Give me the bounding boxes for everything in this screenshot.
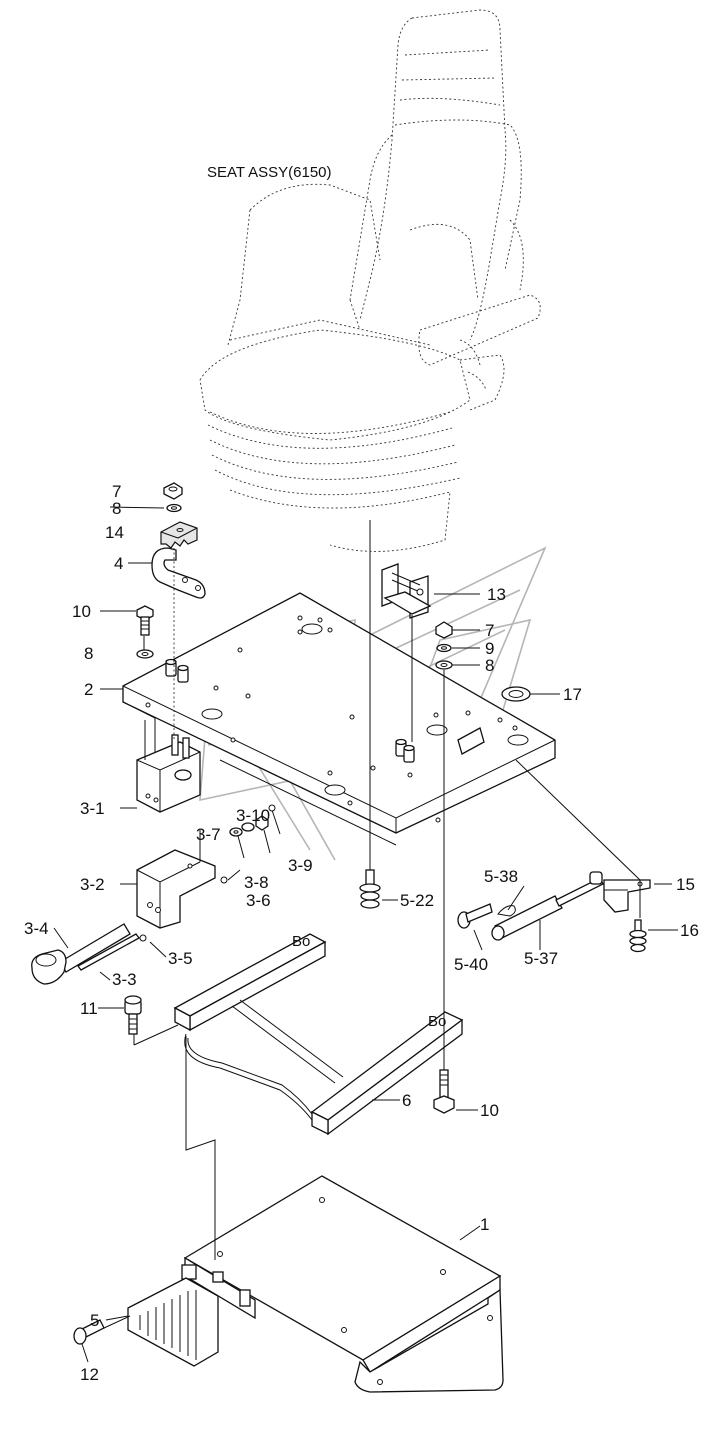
label-2: 2	[84, 680, 93, 699]
leader-lines	[53, 506, 678, 1363]
label-10-lower: 10	[480, 1101, 499, 1120]
part-1-base-frame	[181, 1175, 504, 1393]
label-16: 16	[680, 921, 699, 940]
seat-phantom-outline	[199, 9, 541, 552]
part-3-6-ball	[220, 876, 228, 884]
part-3-8-washer	[241, 822, 255, 832]
callout-labels: 7 8 14 4 10 8 2 13 7 9 8 17 3-1 3-10 3-7…	[24, 482, 699, 1384]
part-3-1-lock-housing	[136, 734, 201, 813]
part-9-washer	[436, 643, 452, 653]
label-3-3: 3-3	[112, 970, 137, 989]
rail-marking-lower: Bo	[428, 1013, 446, 1030]
part-3-5-ball	[139, 934, 147, 942]
part-2-base-plate	[122, 592, 556, 846]
rail-marking-upper: Bo	[292, 933, 310, 950]
label-3-1: 3-1	[80, 799, 105, 818]
label-8-right: 8	[485, 656, 494, 675]
part-5-38-clip	[497, 905, 516, 917]
part-5-40-pin	[457, 903, 493, 929]
label-7-upper: 7	[112, 482, 121, 501]
assembly-lines	[103, 520, 641, 1329]
label-3-10: 3-10	[236, 806, 270, 825]
part-14-toothed-block	[160, 521, 198, 549]
part-6-slide-rails: Bo Bo	[173, 933, 464, 1136]
part-8-washer-left	[136, 649, 154, 659]
label-8-upper: 8	[112, 499, 121, 518]
label-7-right: 7	[485, 621, 494, 640]
label-17: 17	[563, 685, 582, 704]
part-3-4-lever	[31, 923, 131, 985]
part-4-bracket	[151, 547, 206, 599]
label-8-left: 8	[84, 644, 93, 663]
part-10-bolt-upper	[136, 605, 154, 636]
part-3-3-rod	[77, 933, 140, 971]
label-14: 14	[105, 523, 124, 542]
label-3-7: 3-7	[196, 825, 221, 844]
part-13-bracket	[381, 563, 432, 619]
label-6: 6	[402, 1091, 411, 1110]
label-3-2: 3-2	[80, 875, 105, 894]
part-12-screw	[73, 1319, 105, 1345]
seat-assy-title: SEAT ASSY(6150)	[207, 164, 332, 181]
label-15: 15	[676, 875, 695, 894]
label-3-9: 3-9	[288, 856, 313, 875]
part-3-7-washer	[229, 827, 243, 837]
part-3-10-pin	[268, 804, 281, 835]
label-3-8: 3-8	[244, 873, 269, 892]
label-1: 1	[480, 1215, 489, 1234]
label-10-upper: 10	[72, 602, 91, 621]
part-15-bracket	[603, 879, 651, 913]
label-3-5: 3-5	[168, 949, 193, 968]
label-3-4: 3-4	[24, 919, 49, 938]
part-16-bolt	[629, 919, 647, 953]
label-5-22: 5-22	[400, 891, 434, 910]
label-11: 11	[80, 999, 98, 1018]
label-3-6: 3-6	[246, 891, 271, 910]
label-5-37: 5-37	[524, 949, 558, 968]
part-5-grille-cover	[127, 1277, 219, 1367]
part-8-washer-right	[435, 660, 453, 670]
label-12: 12	[80, 1365, 99, 1384]
label-5: 5	[90, 1311, 99, 1330]
label-5-38: 5-38	[484, 867, 518, 886]
part-5-22-bolt	[359, 869, 381, 909]
part-17-grommet	[501, 686, 531, 702]
part-3-9-nut	[255, 815, 269, 831]
part-3-2-support-bracket	[136, 849, 216, 929]
label-13: 13	[487, 585, 506, 604]
part-8-washer-upper	[166, 503, 182, 513]
label-5-40: 5-40	[454, 955, 488, 974]
part-7-nut-upper	[163, 482, 183, 500]
label-9: 9	[485, 639, 494, 658]
part-7-nut-right	[435, 621, 453, 639]
part-5-37-gas-spring	[491, 871, 604, 941]
part-10-bolt-lower	[433, 1069, 455, 1114]
part-11-bolt	[124, 995, 142, 1035]
label-4: 4	[114, 554, 123, 573]
